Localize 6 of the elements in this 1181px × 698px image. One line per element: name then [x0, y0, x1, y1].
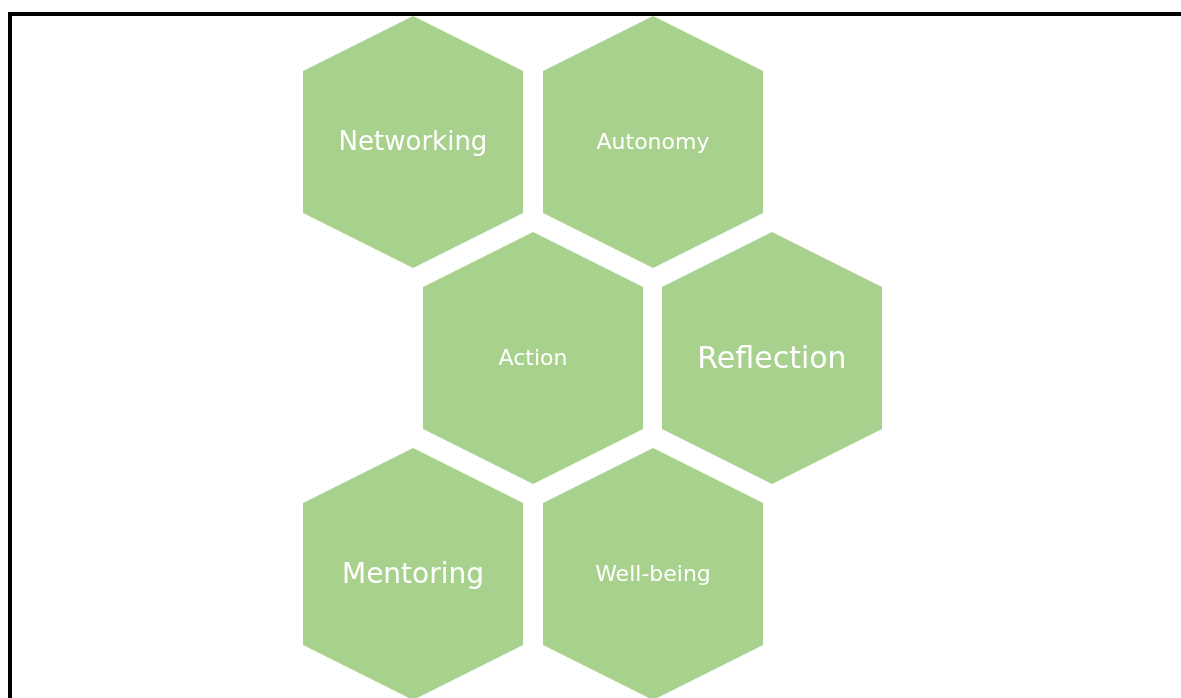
hexagon-label: Autonomy: [595, 128, 711, 156]
hexagon-label: Reflection: [696, 340, 848, 376]
hexagon-label: Action: [497, 344, 569, 372]
hexagon-label: Networking: [337, 126, 489, 158]
hexagon-label: Mentoring: [340, 557, 486, 591]
hexagon-label: Well-being: [594, 560, 712, 588]
